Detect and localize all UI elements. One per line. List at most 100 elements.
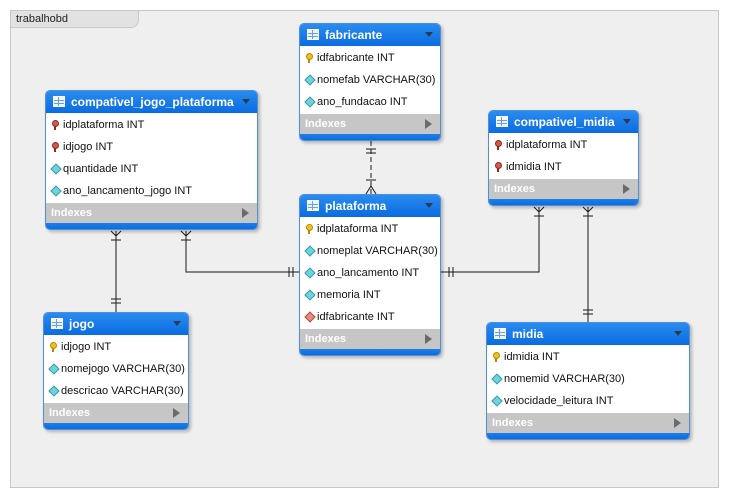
column-row[interactable]: idplataforma INT: [489, 134, 638, 156]
column-label: quantidade INT: [63, 163, 139, 175]
foreign-key-icon: [495, 140, 502, 150]
link-midia-compativel-midia[interactable]: [582, 206, 594, 322]
foreign-key-icon: [52, 120, 59, 130]
link-fabricante-plataforma[interactable]: [365, 141, 377, 195]
indexes-label: Indexes: [51, 207, 92, 219]
primary-key-icon: [50, 342, 57, 352]
column-diamond-icon: [48, 363, 60, 375]
column-row[interactable]: ano_fundacao INT: [300, 91, 440, 113]
column-row[interactable]: idplataforma INT: [46, 114, 257, 136]
table-header[interactable]: fabricante: [300, 24, 440, 46]
chevron-down-icon[interactable]: [623, 119, 631, 124]
table-icon: [307, 29, 319, 40]
table-header[interactable]: compativel_jogo_plataforma: [46, 91, 257, 113]
column-row[interactable]: idmidia INT: [487, 346, 689, 368]
expand-arrow-icon[interactable]: [242, 208, 249, 218]
table-footer: [300, 134, 440, 140]
link-plataforma-compativel-jogo[interactable]: [180, 230, 299, 277]
column-label: nomejogo VARCHAR(30): [61, 363, 185, 375]
table-fabricante[interactable]: fabricante idfabricante INT nomefab VARC…: [299, 23, 441, 141]
column-row[interactable]: nomeplat VARCHAR(30): [300, 240, 440, 262]
table-name: jogo: [69, 317, 95, 331]
column-diamond-icon: [50, 163, 62, 175]
link-plataforma-compativel-midia[interactable]: [441, 206, 545, 277]
column-label: idfabricante INT: [317, 311, 395, 323]
column-label: idplataforma INT: [317, 223, 399, 235]
indexes-label: Indexes: [494, 183, 535, 195]
table-header[interactable]: jogo: [44, 313, 188, 335]
indexes-section[interactable]: Indexes: [44, 403, 188, 423]
table-compativel-jogo-plataforma[interactable]: compativel_jogo_plataforma idplataforma …: [45, 90, 258, 230]
column-row[interactable]: idfabricante INT: [300, 47, 440, 69]
table-footer: [46, 223, 257, 229]
table-header[interactable]: compativel_midia: [489, 111, 638, 133]
expand-arrow-icon[interactable]: [623, 184, 630, 194]
indexes-section[interactable]: Indexes: [487, 413, 689, 433]
column-diamond-icon: [491, 395, 503, 407]
column-label: idfabricante INT: [317, 52, 395, 64]
column-row[interactable]: idmidia INT: [489, 156, 638, 178]
column-diamond-icon: [304, 267, 316, 279]
column-label: memoria INT: [317, 289, 381, 301]
schema-name: trabalhobd: [16, 13, 68, 25]
column-diamond-icon: [304, 289, 316, 301]
column-row[interactable]: ano_lancamento INT: [300, 262, 440, 284]
table-compativel-midia[interactable]: compativel_midia idplataforma INT idmidi…: [488, 110, 639, 206]
column-row[interactable]: velocidade_leitura INT: [487, 390, 689, 412]
column-row[interactable]: descricao VARCHAR(30): [44, 380, 188, 402]
column-diamond-icon: [304, 245, 316, 257]
column-row[interactable]: ano_lancamento_jogo INT: [46, 180, 257, 202]
table-header[interactable]: midia: [487, 323, 689, 345]
column-row[interactable]: nomefab VARCHAR(30): [300, 69, 440, 91]
table-name: compativel_jogo_plataforma: [71, 95, 234, 109]
column-label: velocidade_leitura INT: [504, 395, 614, 407]
indexes-label: Indexes: [49, 407, 90, 419]
chevron-down-icon[interactable]: [674, 331, 682, 336]
indexes-section[interactable]: Indexes: [300, 329, 440, 349]
foreign-key-icon: [52, 142, 59, 152]
chevron-down-icon[interactable]: [425, 203, 433, 208]
column-label: ano_lancamento INT: [317, 267, 420, 279]
expand-arrow-icon[interactable]: [173, 408, 180, 418]
column-row[interactable]: nomemid VARCHAR(30): [487, 368, 689, 390]
foreign-key-diamond-icon: [304, 311, 316, 323]
indexes-label: Indexes: [305, 118, 346, 130]
indexes-label: Indexes: [305, 333, 346, 345]
chevron-down-icon[interactable]: [242, 99, 250, 104]
table-jogo[interactable]: jogo idjogo INT nomejogo VARCHAR(30) des…: [43, 312, 189, 430]
column-label: idjogo INT: [63, 141, 114, 153]
schema-tab[interactable]: trabalhobd: [11, 11, 139, 28]
column-row[interactable]: quantidade INT: [46, 158, 257, 180]
column-row[interactable]: idfabricante INT: [300, 306, 440, 328]
table-name: midia: [512, 327, 544, 341]
column-row[interactable]: idjogo INT: [44, 336, 188, 358]
table-midia[interactable]: midia idmidia INT nomemid VARCHAR(30) ve…: [486, 322, 690, 440]
table-footer: [44, 423, 188, 429]
column-label: idmidia INT: [504, 351, 560, 363]
column-diamond-icon: [304, 74, 316, 86]
column-label: nomeplat VARCHAR(30): [317, 245, 438, 257]
table-header[interactable]: plataforma: [300, 195, 440, 217]
table-plataforma[interactable]: plataforma idplataforma INT nomeplat VAR…: [299, 194, 441, 356]
indexes-section[interactable]: Indexes: [300, 114, 440, 134]
table-icon: [307, 200, 319, 211]
chevron-down-icon[interactable]: [173, 321, 181, 326]
expand-arrow-icon[interactable]: [425, 119, 432, 129]
column-diamond-icon: [304, 96, 316, 108]
indexes-label: Indexes: [492, 417, 533, 429]
column-label: descricao VARCHAR(30): [61, 385, 184, 397]
column-row[interactable]: idjogo INT: [46, 136, 257, 158]
column-label: ano_lancamento_jogo INT: [63, 185, 193, 197]
chevron-down-icon[interactable]: [425, 32, 433, 37]
table-footer: [300, 349, 440, 355]
foreign-key-icon: [495, 162, 502, 172]
column-row[interactable]: idplataforma INT: [300, 218, 440, 240]
column-row[interactable]: memoria INT: [300, 284, 440, 306]
indexes-section[interactable]: Indexes: [489, 179, 638, 199]
indexes-section[interactable]: Indexes: [46, 203, 257, 223]
expand-arrow-icon[interactable]: [425, 334, 432, 344]
column-row[interactable]: nomejogo VARCHAR(30): [44, 358, 188, 380]
link-jogo-compativel[interactable]: [110, 230, 122, 312]
expand-arrow-icon[interactable]: [674, 418, 681, 428]
